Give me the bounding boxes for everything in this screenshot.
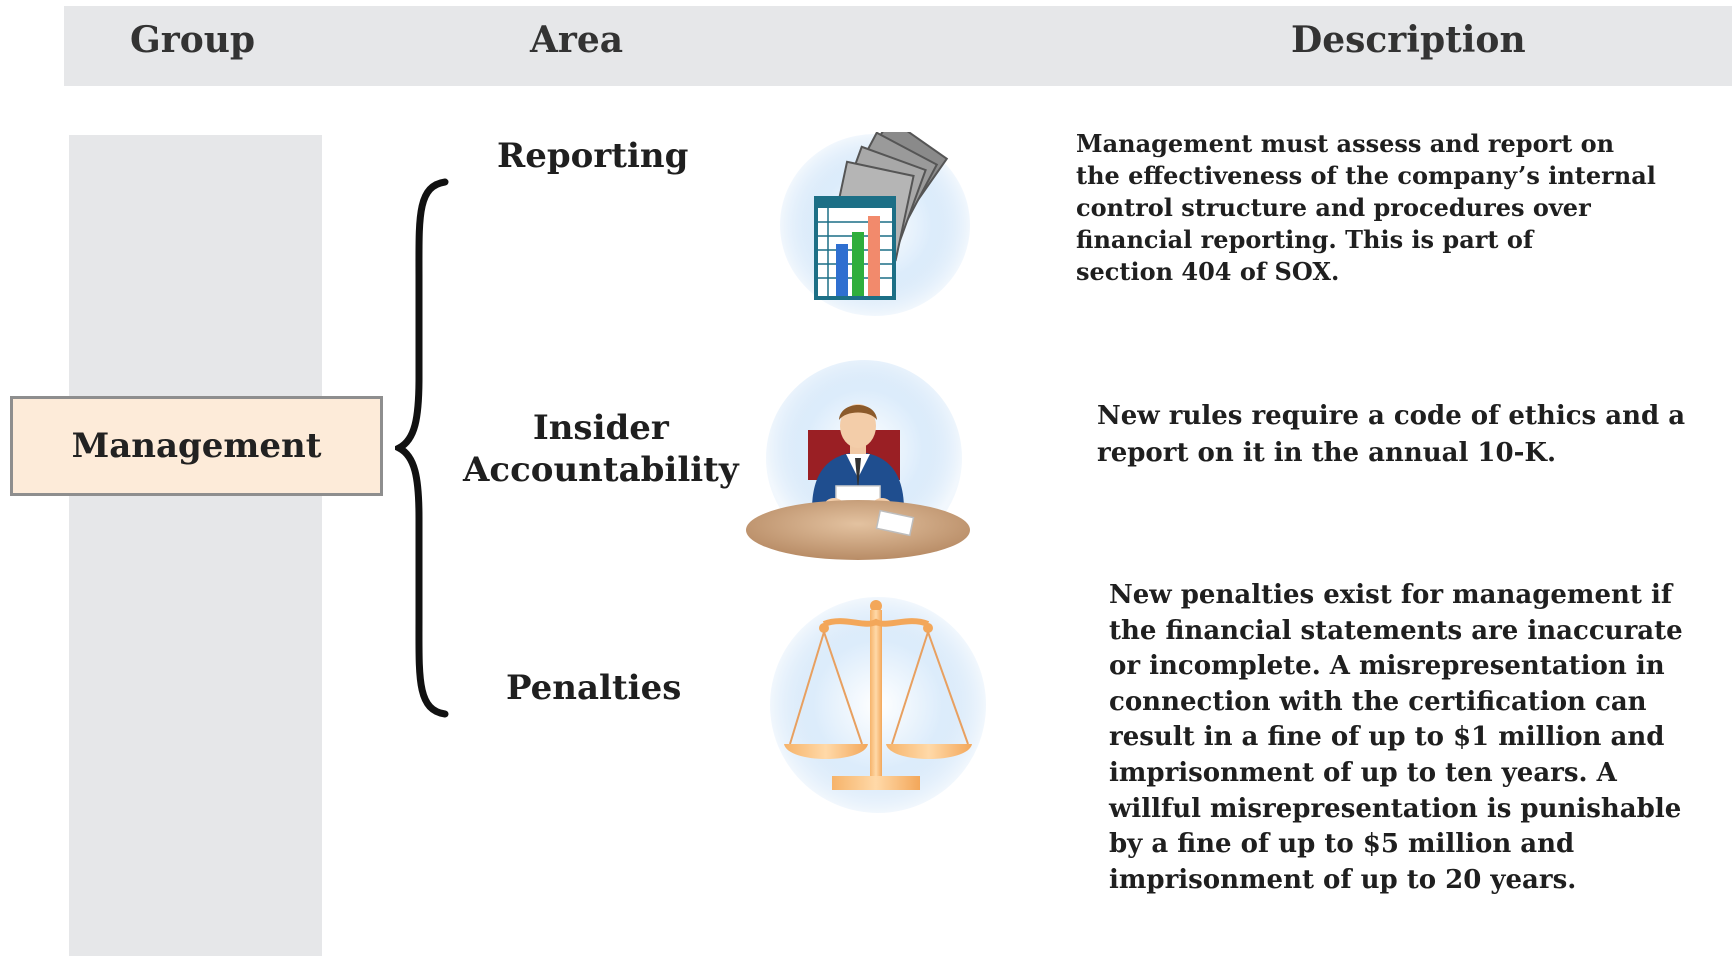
description-line: New rules require a code of ethics and a xyxy=(1097,401,1686,431)
header-area: Area xyxy=(530,19,624,61)
management-box: Management xyxy=(10,396,383,496)
description-line: result in a fine of up to $1 million and xyxy=(1109,722,1665,753)
description-line: control structure and procedures over xyxy=(1076,193,1591,222)
description-line: imprisonment of up to 20 years. xyxy=(1109,864,1577,895)
area-label-reporting: Reporting xyxy=(497,135,688,177)
area-label-line: Penalties xyxy=(506,668,682,708)
group-column xyxy=(69,135,322,956)
header-band xyxy=(64,6,1732,86)
spreadsheet-chart-icon xyxy=(780,132,970,316)
description-insider-accountability: New rules require a code of ethics and a… xyxy=(1097,398,1685,472)
description-line: the effectiveness of the company’s inter… xyxy=(1076,161,1656,190)
curly-brace xyxy=(395,178,449,718)
businessman-at-desk-icon xyxy=(746,360,970,560)
description-line: by a fine of up to $5 million and xyxy=(1109,829,1575,860)
description-line: willful misrepresentation is punishable xyxy=(1109,793,1682,824)
description-line: imprisonment of up to ten years. A xyxy=(1109,757,1617,788)
area-label-insider-accountability: Insider Accountability xyxy=(463,407,739,491)
description-line: Management must assess and report on xyxy=(1076,129,1615,158)
description-line: connection with the certification can xyxy=(1109,686,1647,717)
description-line: the financial statements are inaccurate xyxy=(1109,615,1683,646)
description-line: financial reporting. This is part of xyxy=(1076,225,1534,254)
area-label-line: Reporting xyxy=(497,136,689,176)
description-penalties: New penalties exist for management if th… xyxy=(1109,578,1683,898)
area-label-line: Insider xyxy=(532,408,669,448)
description-line: report on it in the annual 10-K. xyxy=(1097,438,1557,468)
area-label-line: Accountability xyxy=(463,450,739,490)
description-line: or incomplete. A misrepresentation in xyxy=(1109,651,1665,682)
description-line: section 404 of SOX. xyxy=(1076,257,1340,286)
header-description: Description xyxy=(1291,19,1526,61)
scales-of-justice-icon xyxy=(770,597,986,813)
header-group: Group xyxy=(130,19,256,61)
area-label-penalties: Penalties xyxy=(506,667,681,709)
description-line: New penalties exist for management if xyxy=(1109,580,1673,610)
description-reporting: Management must assess and report on the… xyxy=(1076,128,1656,288)
